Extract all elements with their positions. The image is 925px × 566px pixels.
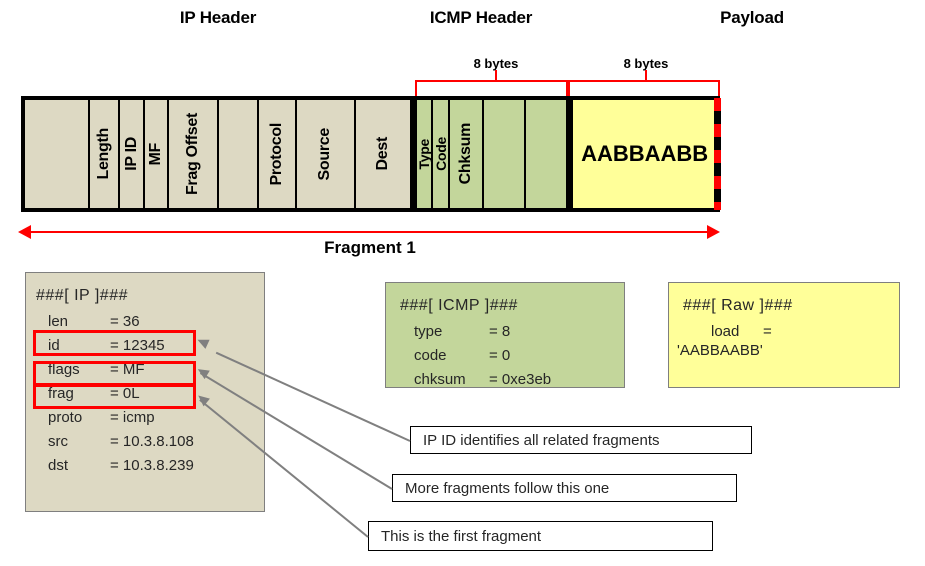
fragment-arrow-right-head — [707, 225, 720, 239]
packet-cell-code: Code — [433, 100, 451, 208]
icmp-header-bracket — [415, 80, 568, 96]
ip-row-len: len = 36 — [26, 309, 264, 333]
icmp-key-type: type — [414, 322, 443, 340]
payload-data-label: AABBAABB — [581, 141, 709, 166]
ip-key-len: len — [48, 312, 69, 330]
fragment-label: Fragment 1 — [324, 238, 416, 257]
packet-cell-source: Source — [296, 100, 357, 208]
icmp-key-code: code — [414, 346, 447, 364]
ip-value-frag: = 0L — [110, 384, 140, 402]
raw-row-load: load = — [669, 319, 899, 343]
ip-row-id: id = 12345 — [26, 333, 264, 357]
packet-cell-mf: MF — [144, 100, 169, 208]
icmp-value-chksum: = 0xe3eb — [489, 370, 552, 388]
packet-cell-label: Code — [433, 137, 449, 171]
ip-key-frag: frag — [48, 384, 74, 402]
packet-cell-type: Type — [411, 100, 434, 208]
icmp-detail-box: ###[ ICMP ]### type = 8 code = 0 chksum … — [385, 282, 625, 388]
ip-value-id: = 12345 — [110, 336, 165, 354]
ip-value-flags: = MF — [110, 360, 145, 378]
ip-value-len: = 36 — [110, 312, 140, 330]
fragment-arrow-line — [28, 231, 712, 233]
icmp-row-chksum: chksum = 0xe3eb — [386, 367, 624, 391]
ip-key-flags: flags — [48, 360, 80, 378]
fragment-arrow-left-head — [18, 225, 31, 239]
ip-header-title: IP Header — [179, 8, 257, 27]
ip-value-src: = 10.3.8.108 — [110, 432, 194, 450]
payload-bracket-stem — [645, 70, 647, 82]
icmp-box-header: ###[ ICMP ]### — [400, 297, 518, 314]
packet-cell-chksum: Chksum — [450, 100, 485, 208]
packet-cell-icmp-blank-2 — [525, 100, 569, 208]
callout-more-fragments: More fragments follow this one — [392, 474, 737, 502]
packet-cell-label: Chksum — [457, 123, 475, 185]
raw-detail-box: ###[ Raw ]### load = 'AABBAABB' — [668, 282, 900, 388]
ip-box-header: ###[ IP ]### — [36, 287, 128, 304]
callout-first-fragment: This is the first fragment — [368, 521, 713, 551]
packet-cell-dest: Dest — [356, 100, 412, 208]
icmp-key-chksum: chksum — [414, 370, 466, 388]
ip-row-src: src = 10.3.8.108 — [26, 429, 264, 453]
ip-value-proto: = icmp — [110, 408, 155, 426]
ip-key-src: src — [48, 432, 68, 450]
icmp-header-title: ICMP Header — [429, 8, 533, 27]
packet-cell-label: MF — [146, 142, 164, 166]
icmp-bytes-label: 8 bytes — [473, 56, 519, 71]
ip-row-dst: dst = 10.3.8.239 — [26, 453, 264, 477]
packet-cell-label: Protocol — [267, 122, 285, 186]
ip-value-dst: = 10.3.8.239 — [110, 456, 194, 474]
packet-cell-ip-blank-2 — [219, 100, 259, 208]
icmp-value-type: = 8 — [489, 322, 511, 340]
icmp-row-code: code = 0 — [386, 343, 624, 367]
packet-cell-frag-offset: Frag Offset — [168, 100, 220, 208]
raw-box-header: ###[ Raw ]### — [683, 297, 793, 314]
ip-row-frag: frag = 0L — [26, 381, 264, 405]
payload-title: Payload — [720, 8, 784, 27]
packet-cell-label: IP ID — [122, 137, 140, 171]
ip-row-proto: proto = icmp — [26, 405, 264, 429]
ip-detail-box: ###[ IP ]### len = 36 id = 12345 flags =… — [25, 272, 265, 512]
payload-bytes-label: 8 bytes — [623, 56, 669, 71]
raw-key-load: load — [711, 322, 740, 340]
ip-row-flags: flags = MF — [26, 357, 264, 381]
payload-bracket — [568, 80, 720, 96]
fragment-continuation-edge — [714, 98, 721, 210]
packet-cell-protocol: Protocol — [258, 100, 297, 208]
packet-cell-label: Type — [416, 138, 433, 170]
icmp-value-code: = 0 — [489, 346, 511, 364]
ip-key-proto: proto — [48, 408, 83, 426]
packet-cell-icmp-blank-1 — [484, 100, 526, 208]
packet-cell-label: Source — [316, 127, 334, 181]
packet-cell-label: Dest — [373, 137, 391, 171]
ip-key-dst: dst — [48, 456, 69, 474]
packet-cell-payload: AABBAABB — [568, 100, 716, 208]
packet-cell-ip-blank-1 — [25, 100, 91, 208]
packet-cell-length: Length — [90, 100, 121, 208]
packet-cell-label: Length — [95, 128, 113, 180]
icmp-bracket-stem — [495, 70, 497, 82]
callout-ip-id: IP ID identifies all related fragments — [410, 426, 752, 454]
packet-diagram: Length IP ID MF Frag Offset Protocol Sou… — [21, 96, 720, 212]
raw-value-load-eq: = — [763, 322, 772, 340]
packet-cell-label: Frag Offset — [184, 112, 202, 196]
icmp-row-type: type = 8 — [386, 319, 624, 343]
raw-load-value: 'AABBAABB' — [677, 342, 763, 359]
packet-cell-ip-id: IP ID — [120, 100, 145, 208]
ip-key-id: id — [48, 336, 60, 354]
